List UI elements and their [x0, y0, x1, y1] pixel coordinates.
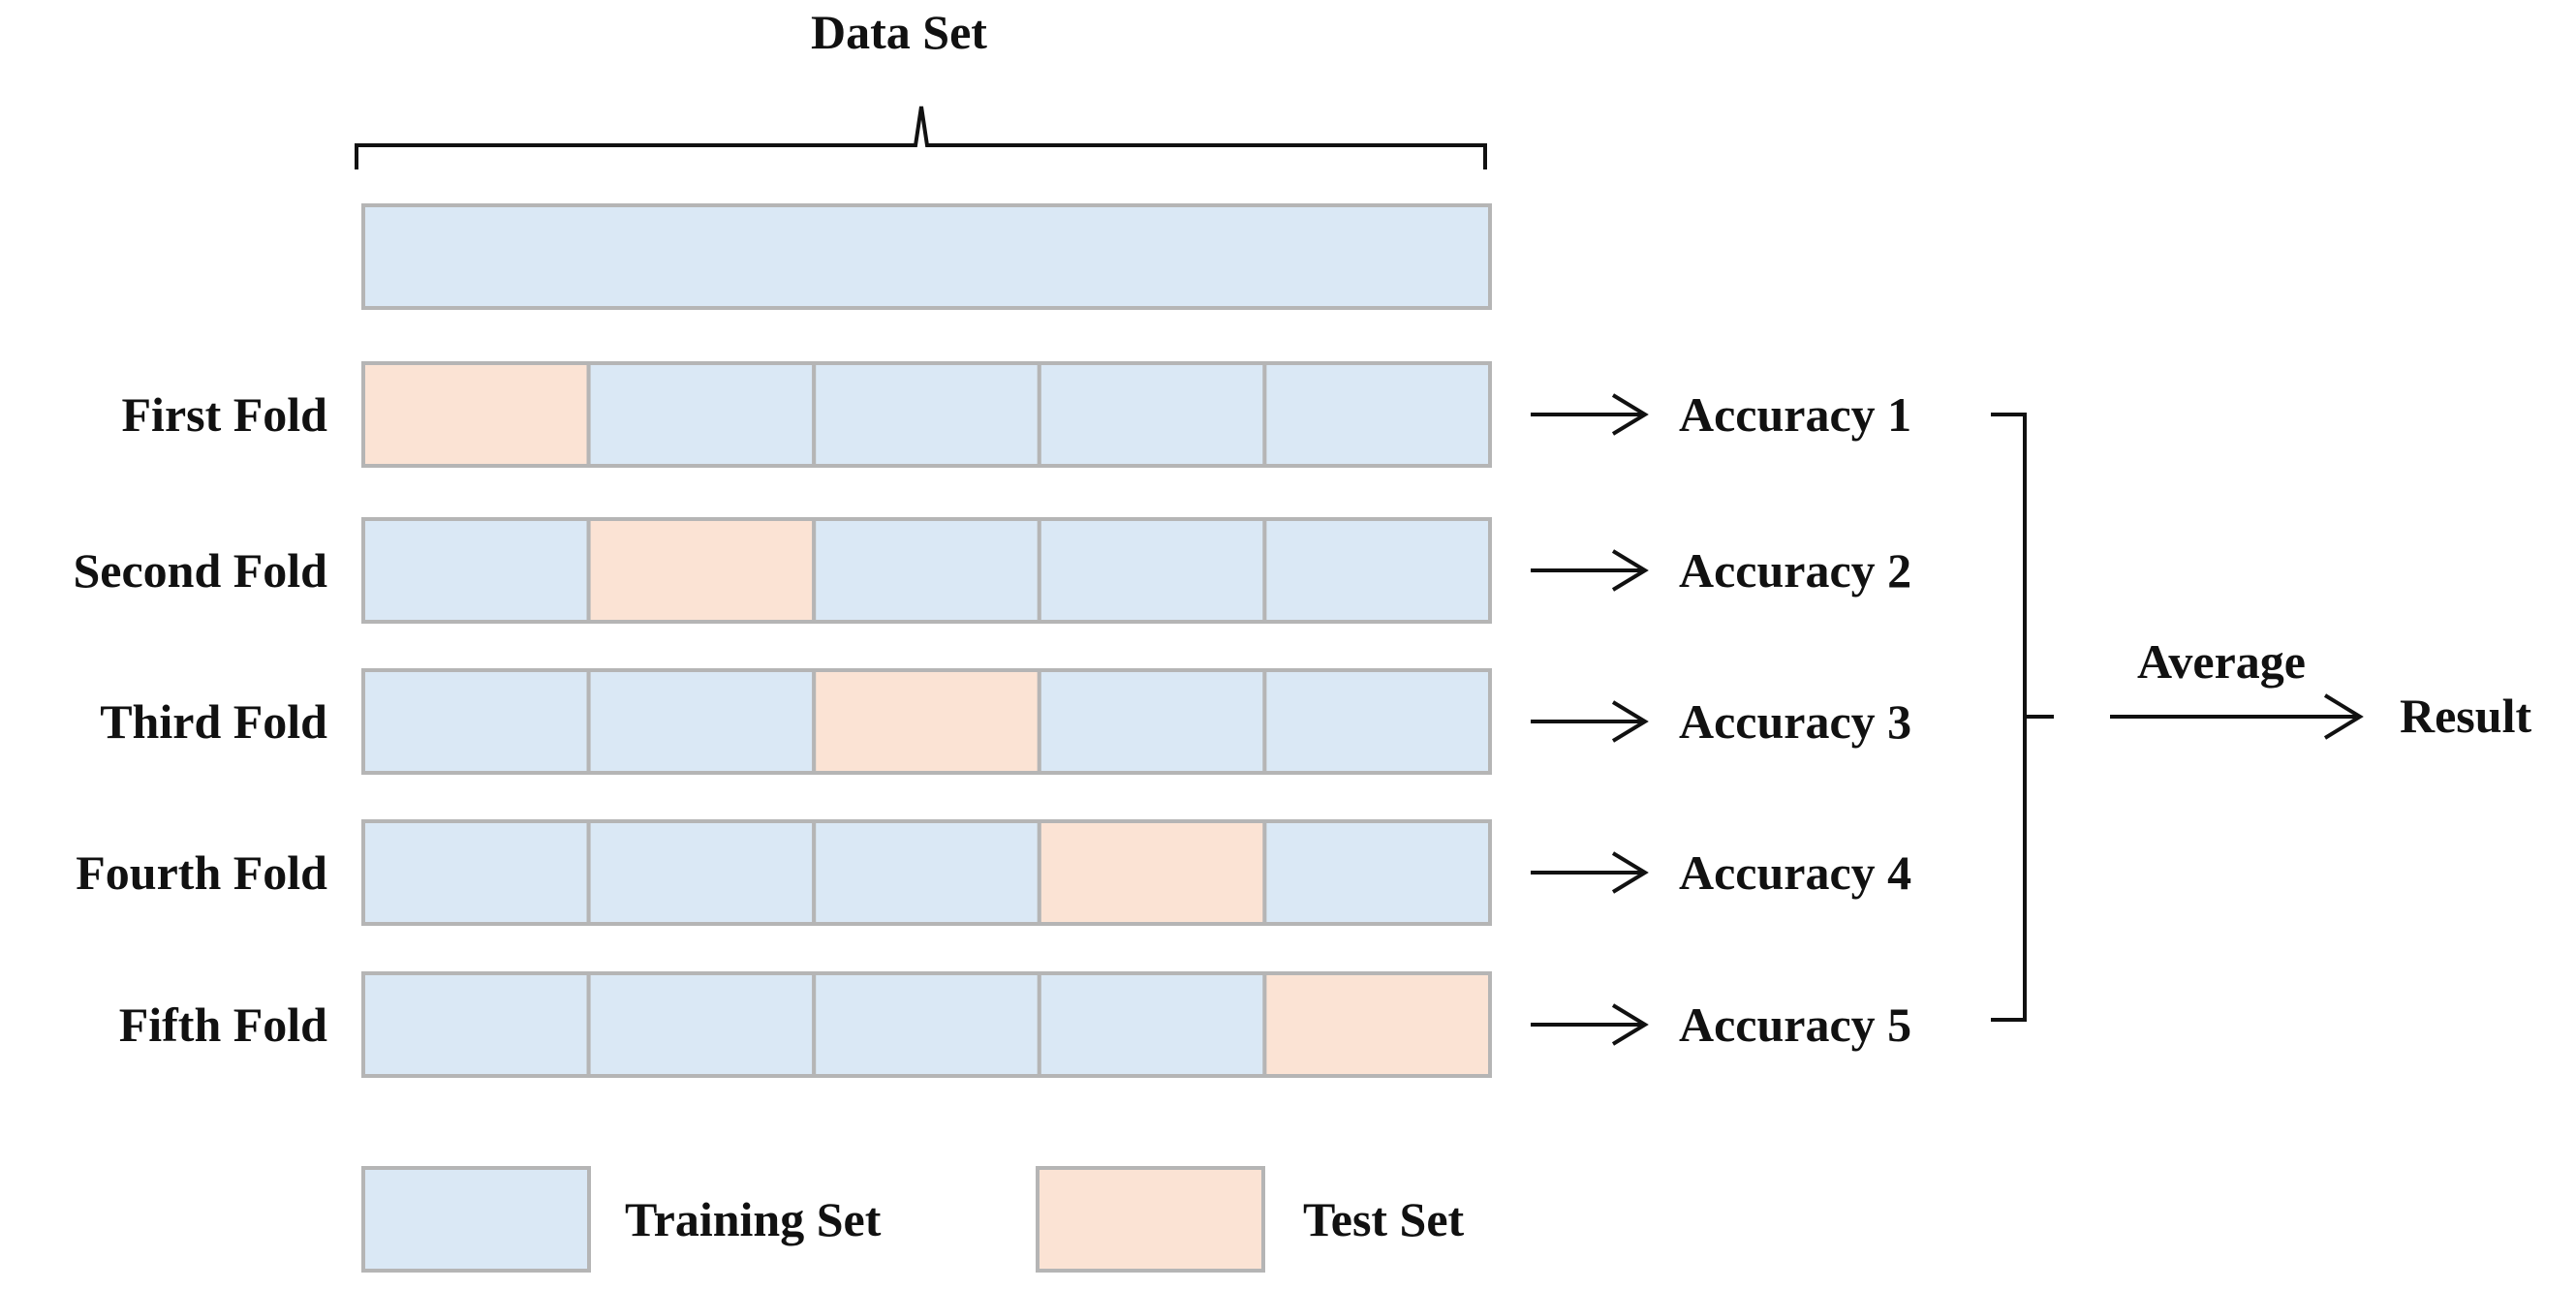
fold-row: First Fold Accuracy 1: [122, 361, 1911, 468]
training-segment: [1037, 361, 1267, 468]
training-segment: [812, 517, 1041, 624]
fold-arrow-head: [1611, 1003, 1649, 1046]
test-segment: [586, 517, 817, 624]
training-segment: [361, 819, 591, 926]
legend-test-swatch: [1036, 1166, 1265, 1273]
fold-label: Third Fold: [100, 694, 327, 749]
training-segment: [586, 819, 817, 926]
training-segment: [1262, 668, 1493, 775]
dataset-bar: [361, 203, 1492, 310]
test-segment: [361, 361, 591, 468]
result-label: Result: [2400, 689, 2531, 743]
training-segment: [1262, 819, 1493, 926]
training-segment: [361, 971, 591, 1078]
accuracy-label: Accuracy 1: [1679, 387, 1911, 442]
accuracy-label: Accuracy 4: [1679, 845, 1911, 900]
training-segment: [812, 819, 1041, 926]
average-label: Average: [2137, 634, 2306, 689]
accuracy-label: Accuracy 3: [1679, 694, 1911, 749]
fold-arrow-head: [1611, 700, 1649, 743]
accuracy-label: Accuracy 5: [1679, 997, 1911, 1052]
training-segment: [1262, 361, 1493, 468]
training-segment: [1037, 517, 1267, 624]
fold-arrow-head: [1611, 549, 1649, 592]
average-arrow-head: [2323, 693, 2364, 740]
training-segment: [361, 668, 591, 775]
test-segment: [1037, 819, 1267, 926]
fold-label: Second Fold: [73, 543, 327, 598]
fold-label: Fifth Fold: [119, 997, 327, 1052]
training-segment: [1262, 517, 1493, 624]
legend-training-swatch: [361, 1166, 591, 1273]
legend-test-label: Test Set: [1303, 1192, 1465, 1246]
fold-arrow-head: [1611, 393, 1649, 436]
accuracy-bracket: [1991, 413, 2054, 1022]
dataset-brace: [355, 106, 1487, 169]
training-segment: [812, 971, 1041, 1078]
training-segment: [586, 668, 817, 775]
training-segment: [586, 361, 817, 468]
test-segment: [1262, 971, 1493, 1078]
training-segment: [1037, 971, 1267, 1078]
accuracy-label: Accuracy 2: [1679, 543, 1911, 598]
fold-row: Second Fold Accuracy 2: [73, 517, 1911, 624]
training-segment: [1037, 668, 1267, 775]
fold-arrow-head: [1611, 851, 1649, 894]
training-segment: [586, 971, 817, 1078]
fold-row: Fourth Fold Accuracy 4: [76, 819, 1911, 926]
fold-label: First Fold: [122, 387, 328, 442]
training-segment: [361, 517, 591, 624]
training-segment: [812, 361, 1041, 468]
legend-training-label: Training Set: [625, 1192, 882, 1246]
test-segment: [812, 668, 1041, 775]
fold-label: Fourth Fold: [76, 845, 327, 900]
dataset-title: Data Set: [811, 5, 987, 59]
fold-row: Fifth Fold Accuracy 5: [119, 971, 1911, 1078]
fold-row: Third Fold Accuracy 3: [100, 668, 1911, 775]
